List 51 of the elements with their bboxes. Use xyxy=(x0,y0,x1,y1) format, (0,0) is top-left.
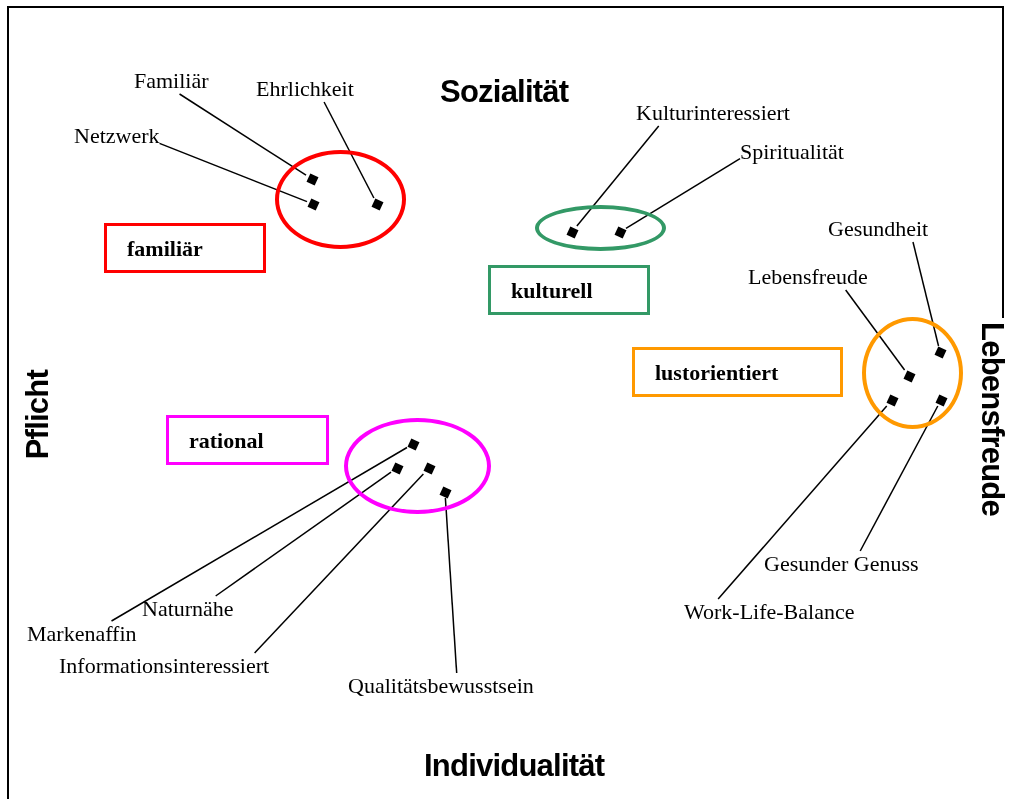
data-point xyxy=(903,370,915,382)
point-label: Markenaffin xyxy=(27,621,137,647)
data-point xyxy=(934,346,946,358)
axis-label: Sozialität xyxy=(440,76,569,107)
point-label: Naturnähe xyxy=(142,596,234,622)
point-label: Kulturinteressiert xyxy=(636,100,790,126)
group-label: familiär xyxy=(104,223,266,273)
point-label: Ehrlichkeit xyxy=(256,76,354,102)
data-point xyxy=(886,394,898,406)
leader-line xyxy=(110,446,408,622)
point-label: Gesundheit xyxy=(828,216,929,242)
leader-line xyxy=(625,157,741,230)
group-label: rational xyxy=(166,415,329,465)
data-point xyxy=(423,462,435,474)
group-label: lustorientiert xyxy=(632,347,843,397)
point-label: Gesunder Genuss xyxy=(764,551,919,577)
cluster-ellipse xyxy=(344,418,491,514)
data-point xyxy=(439,486,451,498)
axis-label: Lebensfreude xyxy=(977,322,1008,516)
point-label: Work-Life-Balance xyxy=(684,599,855,625)
data-point xyxy=(614,226,626,238)
axis-label: Individualität xyxy=(424,750,605,781)
group-label: kulturell xyxy=(488,265,650,315)
data-point xyxy=(566,226,578,238)
data-point xyxy=(371,198,383,210)
leader-line xyxy=(158,142,308,203)
leader-line xyxy=(717,405,888,600)
data-point xyxy=(935,394,947,406)
leader-line xyxy=(323,101,375,199)
cluster-ellipse xyxy=(275,150,406,249)
leader-line xyxy=(214,471,392,597)
point-label: Qualitätsbewusstsein xyxy=(348,673,534,699)
point-label: Informationsinteressiert xyxy=(59,653,270,679)
axis-label: Pflicht xyxy=(22,370,53,460)
leader-line xyxy=(444,497,458,674)
data-point xyxy=(306,173,318,185)
point-label: Netzwerk xyxy=(74,123,160,149)
point-label: Lebensfreude xyxy=(748,264,868,290)
leader-line xyxy=(844,289,906,371)
leader-line xyxy=(576,125,660,227)
leader-line xyxy=(253,473,425,654)
data-point xyxy=(307,198,319,210)
point-label: Familiär xyxy=(134,68,209,94)
data-point xyxy=(391,462,403,474)
cluster-ellipse xyxy=(535,205,666,251)
leader-line xyxy=(178,93,307,176)
leader-line xyxy=(912,241,940,347)
cluster-ellipse xyxy=(862,317,963,429)
data-point xyxy=(407,438,419,450)
point-label: Spiritualität xyxy=(740,139,844,165)
leader-line xyxy=(859,405,939,552)
